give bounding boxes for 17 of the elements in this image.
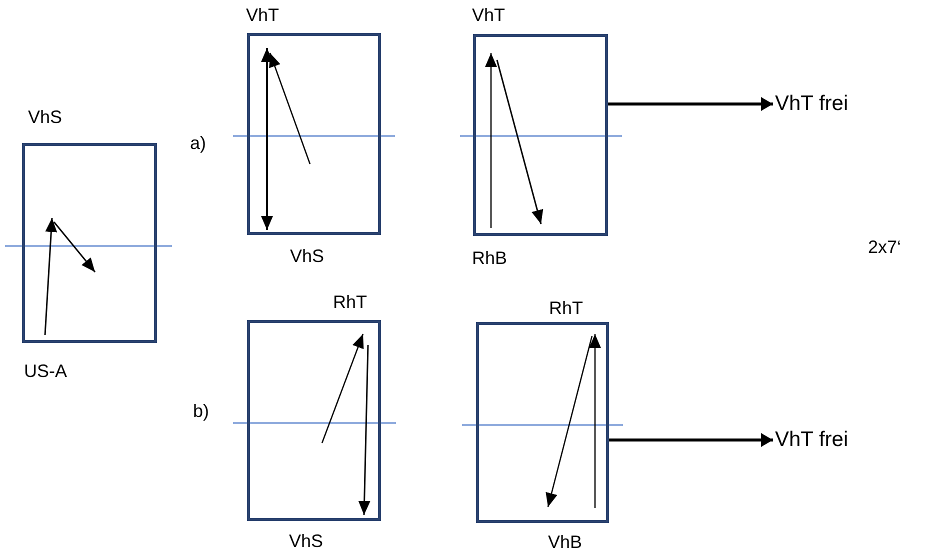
result-text: VhT frei: [775, 92, 848, 116]
repetition-note: 2x7‘: [868, 236, 902, 258]
arrow: [608, 97, 773, 111]
variant-label: b): [193, 400, 210, 422]
position-label: US-A: [24, 360, 68, 382]
variant-label: a): [190, 132, 206, 154]
position-label: RhT: [333, 291, 368, 313]
position-label: VhT: [246, 4, 280, 26]
result-text: VhT frei: [775, 428, 848, 452]
position-label: RhB: [472, 247, 508, 269]
position-label: VhT: [472, 4, 506, 26]
arrow: [609, 433, 773, 447]
position-label: RhT: [549, 297, 584, 319]
position-label: VhS: [290, 245, 324, 267]
position-label: VhS: [28, 106, 62, 128]
position-label: VhB: [548, 531, 582, 553]
position-label: VhS: [289, 530, 324, 552]
